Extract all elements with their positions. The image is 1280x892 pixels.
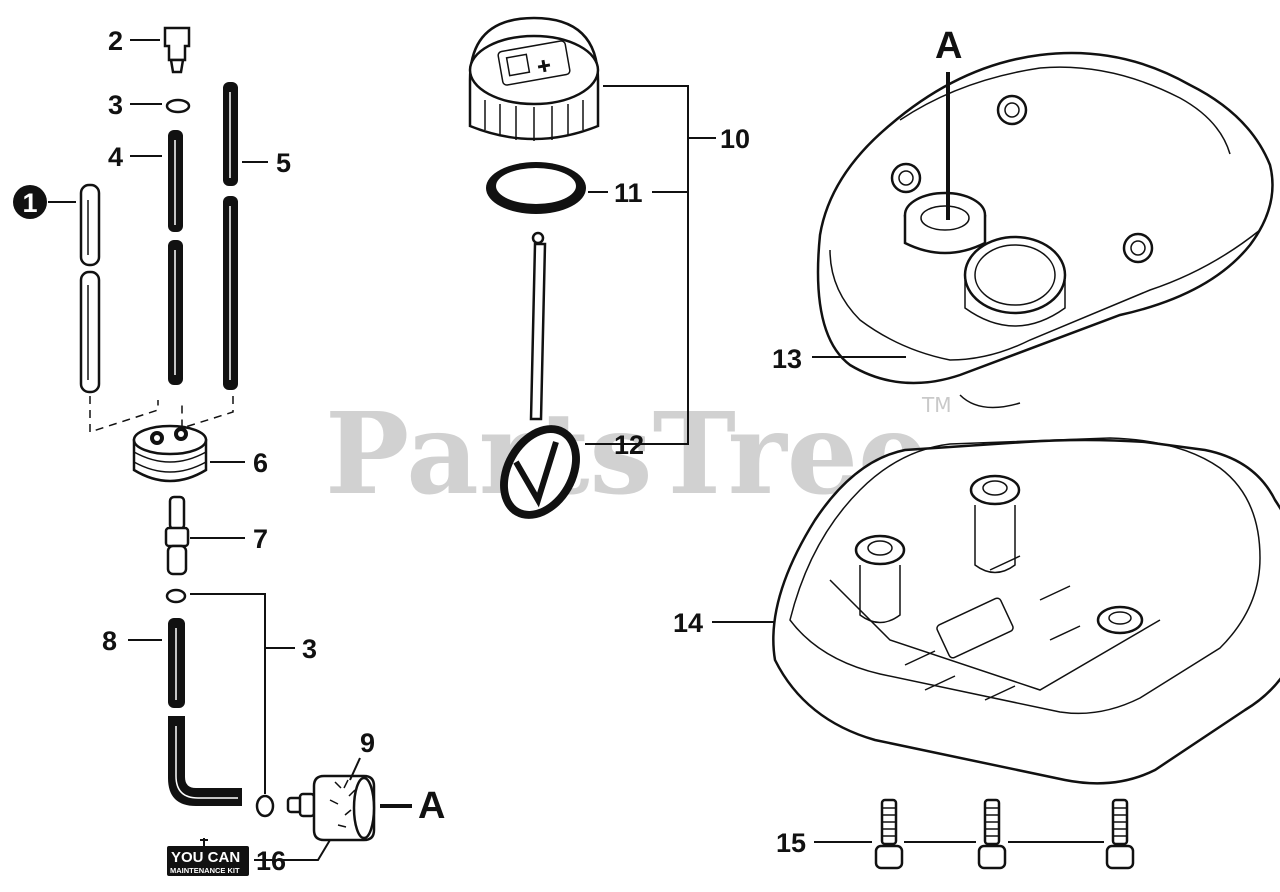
callout-9[interactable]: 9 (360, 728, 375, 758)
leader-lines-middle (585, 85, 716, 445)
watermark-text: PartsTree (325, 389, 929, 520)
part-1-tube[interactable] (79, 183, 101, 394)
screw-1[interactable] (874, 798, 904, 870)
part-5-fuel-line[interactable] (223, 82, 238, 390)
part-7-fitting[interactable] (164, 495, 190, 576)
callout-5[interactable]: 5 (276, 148, 291, 178)
part-2-plug[interactable] (163, 26, 191, 74)
part-8-fuel-line[interactable] (168, 618, 242, 806)
callout-10[interactable]: 10 (720, 124, 750, 154)
callout-15[interactable]: 15 (776, 828, 806, 858)
callout-3-lower[interactable]: 3 (302, 634, 317, 664)
callout-11[interactable]: 11 (614, 178, 643, 208)
youcan-kit-logo: YOU CAN MAINTENANCE KIT (167, 838, 249, 876)
callout-3-upper[interactable]: 3 (108, 90, 123, 120)
screw-3[interactable] (1105, 798, 1135, 870)
part-14-tank-bottom[interactable] (772, 437, 1280, 785)
part-3-oring-filter[interactable] (255, 794, 275, 818)
callout-4[interactable]: 4 (108, 142, 123, 172)
callout-8[interactable]: 8 (102, 626, 117, 656)
part-12-tether[interactable] (484, 231, 596, 533)
callout-16[interactable]: 16 (256, 846, 286, 876)
part-10-fuel-cap[interactable] (468, 16, 600, 141)
callout-7[interactable]: 7 (253, 524, 268, 554)
watermark-tm: TM (921, 393, 951, 417)
callout-1-marker (13, 185, 47, 219)
part-15-screws[interactable] (874, 798, 1135, 870)
screw-2[interactable] (977, 798, 1007, 870)
leader-lines-left (48, 39, 412, 861)
assembly-dashed-lines (89, 396, 234, 434)
leader-lines-right (712, 72, 1104, 843)
part-9-fuel-filter[interactable] (286, 774, 376, 842)
callout-1[interactable]: 1 (22, 188, 37, 218)
part-4-fuel-line[interactable] (168, 130, 183, 385)
kit-logo-brand: YOU CAN (171, 849, 240, 866)
ref-a-filter: A (418, 785, 445, 827)
callout-13[interactable]: 13 (772, 344, 802, 374)
callout-6[interactable]: 6 (253, 448, 268, 478)
part-6-grommet[interactable] (132, 424, 208, 483)
ref-a-tank: A (935, 25, 962, 67)
callout-2[interactable]: 2 (108, 26, 123, 56)
part-3-oring-upper[interactable] (165, 98, 191, 114)
part-3-oring-lower[interactable] (165, 588, 187, 604)
part-11-gasket[interactable] (486, 162, 586, 214)
kit-logo-subtitle: MAINTENANCE KIT (170, 866, 240, 875)
part-13-tank-top[interactable] (816, 51, 1274, 409)
callout-12[interactable]: 12 (614, 430, 644, 460)
callout-14[interactable]: 14 (673, 608, 703, 638)
